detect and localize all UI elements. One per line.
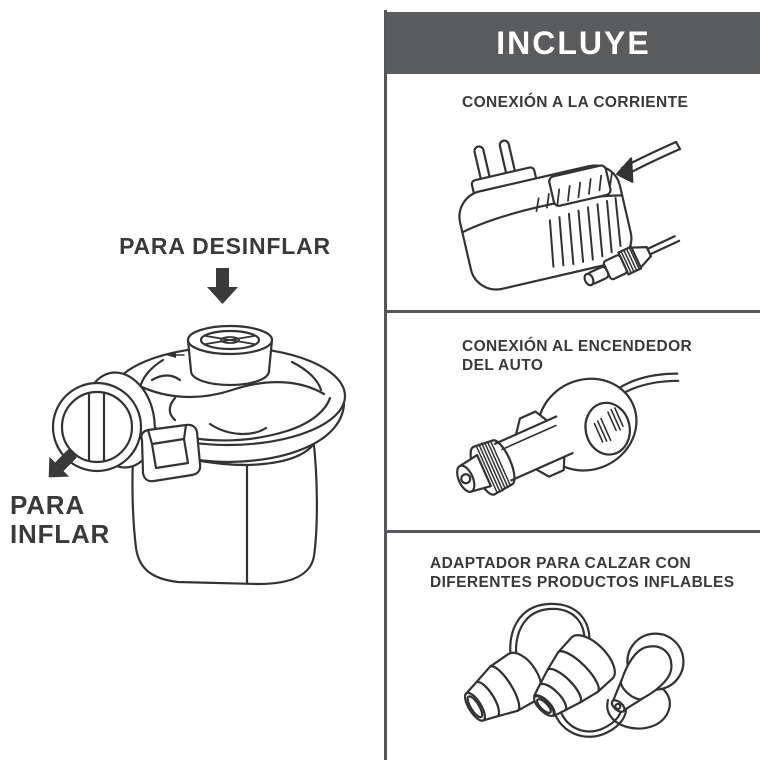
includes-header-title: INCLUYE <box>496 24 651 61</box>
section-title-car-lighter: CONEXIÓN AL ENCENDEDOR DEL AUTO <box>462 338 693 374</box>
car-lighter-adapter-illustration <box>456 372 680 496</box>
section-divider <box>385 530 760 533</box>
section-title-power: CONEXIÓN A LA CORRIENTE <box>462 94 689 111</box>
includes-header-bar: INCLUYE <box>387 12 760 74</box>
deflate-label: PARA DESINFLAR <box>119 233 331 259</box>
section-title-nozzle-adapters: ADAPTADOR PARA CALZAR CON DIFERENTES PRO… <box>430 555 735 591</box>
panel-left-border <box>384 10 387 760</box>
inflate-arrow-icon <box>48 449 77 478</box>
deflate-arrow-icon <box>207 268 238 304</box>
ac-power-adapter-illustration <box>458 139 682 291</box>
inflate-label: PARA INFLAR <box>10 490 111 549</box>
inflatable-nozzle-adapters-illustration <box>463 602 685 738</box>
section-divider <box>385 310 760 313</box>
air-pump-illustration <box>51 324 347 586</box>
